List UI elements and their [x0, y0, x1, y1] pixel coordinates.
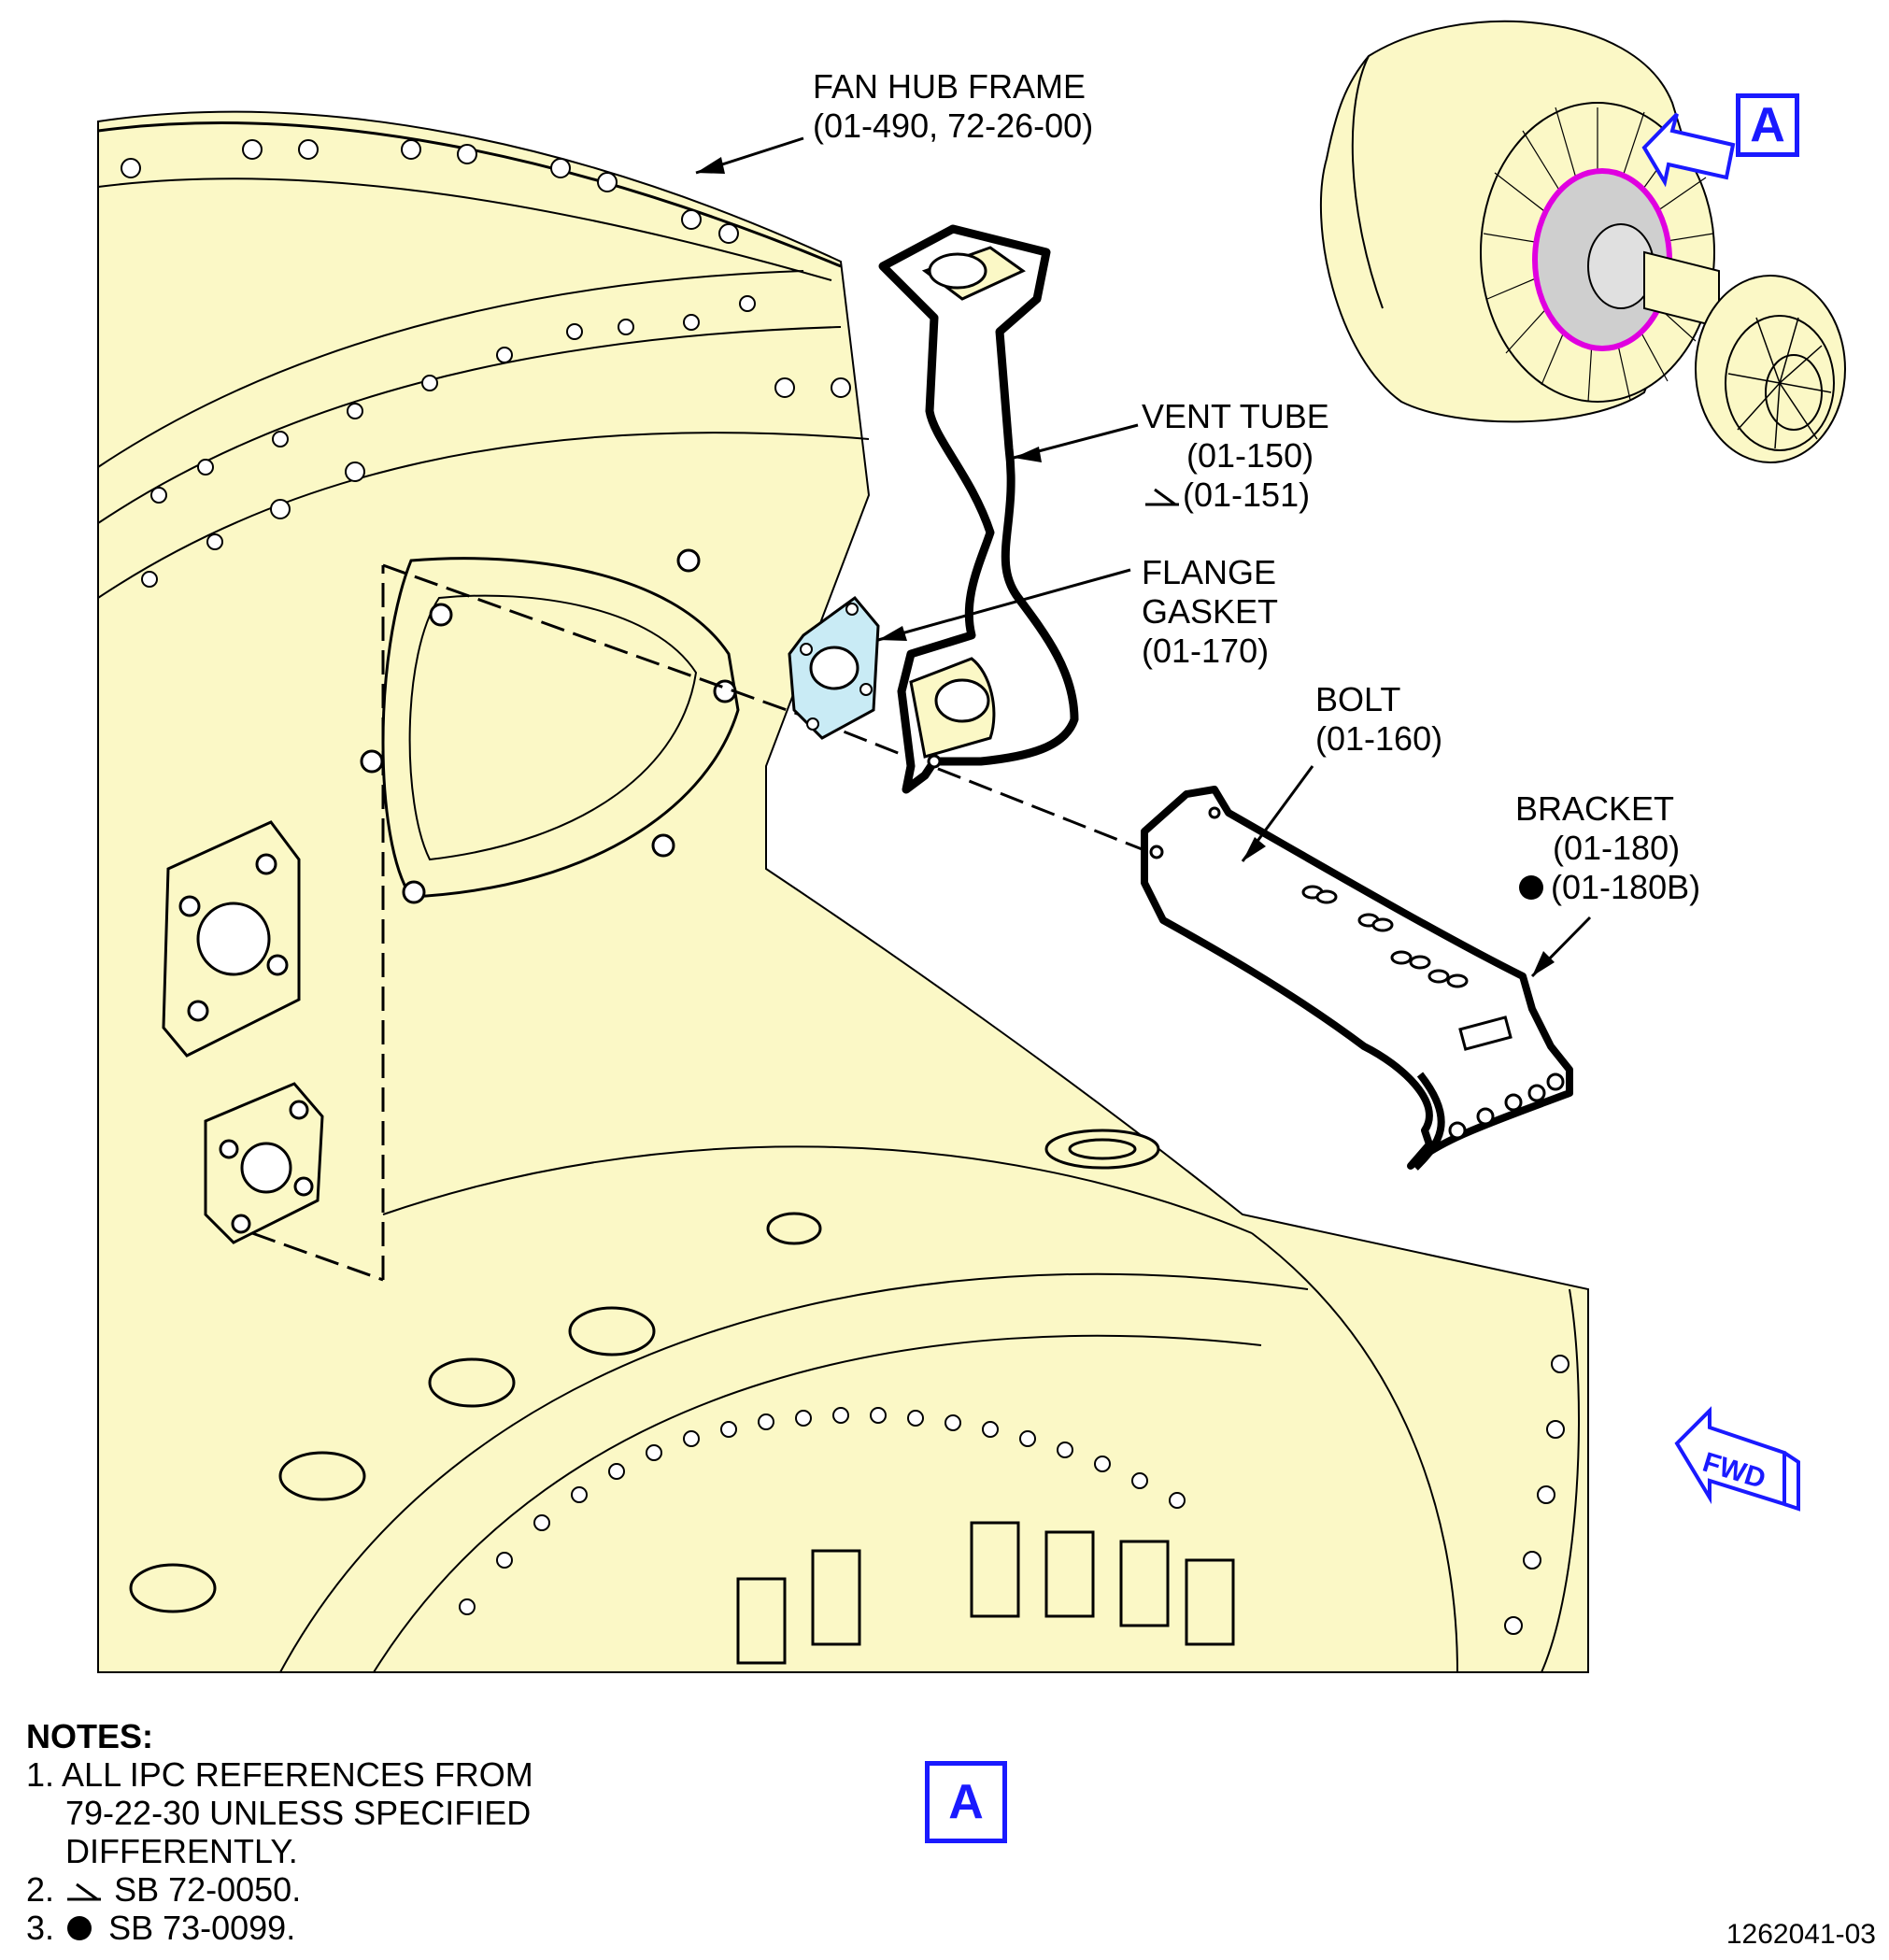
note-1-line-3: DIFFERENTLY.: [65, 1832, 298, 1870]
note-1-line-2: 79-22-30 UNLESS SPECIFIED: [65, 1794, 532, 1832]
label-vent-tube: VENT TUBE (01-150) (01-151): [1142, 397, 1329, 515]
engine-locator-inset: [1319, 21, 1846, 463]
label-bolt-ref: (01-160): [1315, 719, 1443, 758]
label-bracket: BRACKET (01-180) (01-180B): [1515, 789, 1700, 907]
sb-7300099-dot-icon: [1519, 875, 1543, 901]
label-vent-tube-name: VENT TUBE: [1142, 397, 1329, 435]
label-bolt-name: BOLT: [1315, 680, 1401, 718]
note-3: 3. SB 73-0099.: [26, 1909, 533, 1947]
note-2-delta-icon: [67, 1883, 102, 1901]
label-fan-hub-frame: FAN HUB FRAME (01-490, 72-26-00): [813, 67, 1093, 146]
label-bracket-ref1: (01-180): [1553, 829, 1681, 867]
fwd-arrow: FWD: [1674, 1406, 1800, 1512]
label-bolt: BOLT (01-160): [1315, 680, 1442, 759]
frame-bolt-holes: [121, 139, 851, 588]
view-callout-a: A: [925, 1761, 1007, 1843]
note-2: 2. SB 72-0050.: [26, 1870, 533, 1909]
assembly-lines: [251, 563, 1150, 1282]
label-bracket-ref2: (01-180B): [1551, 868, 1701, 906]
notes-block: NOTES: 1. ALL IPC REFERENCES FROM 79-22-…: [26, 1717, 533, 1947]
note-3-dot-icon: [67, 1916, 92, 1941]
vent-tube: [878, 224, 1079, 794]
label-flange-gasket-line1: FLANGE: [1142, 553, 1277, 591]
notes-title: NOTES:: [26, 1717, 154, 1755]
label-fan-hub-frame-name: FAN HUB FRAME: [813, 67, 1087, 106]
label-flange-gasket-line2: GASKET: [1142, 592, 1279, 631]
leader-arrowheads: [696, 157, 1555, 976]
bracket: [1141, 786, 1573, 1171]
inset-callout-a: A: [1736, 93, 1799, 157]
label-flange-gasket-ref: (01-170): [1142, 632, 1270, 670]
label-fan-hub-frame-ref: (01-490, 72-26-00): [813, 107, 1094, 145]
sb-7200050-delta-icon: [1145, 489, 1179, 506]
note-3-text: SB 73-0099.: [108, 1909, 296, 1947]
label-vent-tube-ref2: (01-151): [1183, 476, 1311, 514]
figure-id: 1262041-03: [1726, 1919, 1876, 1950]
label-flange-gasket: FLANGE GASKET (01-170): [1142, 553, 1278, 671]
note-3-number: 3.: [26, 1909, 55, 1947]
note-2-text: SB 72-0050.: [114, 1870, 302, 1909]
label-bracket-name: BRACKET: [1515, 789, 1675, 828]
note-2-number: 2.: [26, 1870, 55, 1909]
view-direction-arrow: [1641, 112, 1736, 188]
note-1-line-1: 1. ALL IPC REFERENCES FROM: [26, 1755, 533, 1794]
flange-gasket: [788, 595, 880, 740]
label-vent-tube-ref1: (01-150): [1186, 436, 1314, 475]
